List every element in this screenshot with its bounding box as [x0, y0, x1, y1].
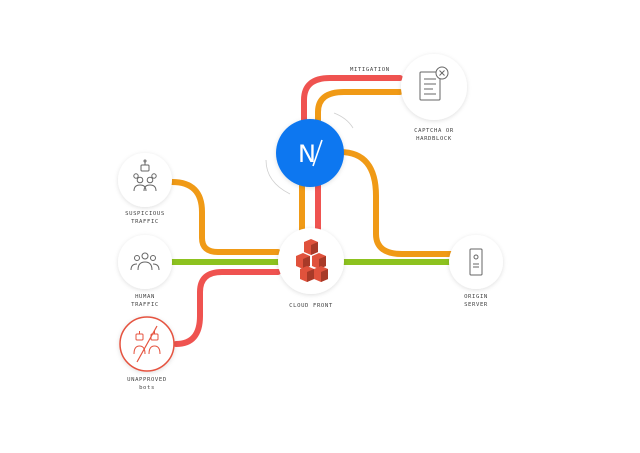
netacea-logo: N	[298, 139, 323, 168]
suspicious-label-line2: TRAFFIC	[131, 219, 159, 225]
people-group-icon	[130, 252, 160, 271]
netacea-to-origin-path	[337, 149, 455, 257]
netacea-to-captcha-red-path	[301, 75, 403, 127]
origin-label-line2: SERVER	[464, 302, 488, 308]
cloudfront-node[interactable]	[278, 228, 344, 294]
cloudfront-label: CLOUD FRONT	[289, 303, 333, 309]
blocked-bots-icon	[133, 325, 161, 363]
origin-server-node[interactable]	[449, 235, 503, 289]
suspicious-to-cloudfront-path	[169, 179, 281, 255]
suspicious-label-line1: SUSPICIOUS	[125, 211, 165, 217]
document-x-icon	[419, 66, 449, 101]
netacea-to-captcha-orange-path	[315, 89, 403, 131]
human-label-line2: TRAFFIC	[131, 302, 159, 308]
unapproved-to-cloudfront-path	[173, 269, 281, 347]
origin-label-line1: ORIGIN	[464, 294, 488, 300]
netacea-logo-letter: N	[298, 140, 316, 168]
unapproved-label-line1: UNAPPROVED	[127, 377, 167, 383]
connection-paths	[169, 75, 455, 347]
processing-arcs	[265, 112, 354, 195]
netacea-node[interactable]: N	[276, 119, 344, 187]
unapproved-bots-node[interactable]	[119, 316, 175, 372]
aws-cubes-icon	[296, 239, 328, 282]
server-icon	[469, 248, 483, 276]
captcha-node[interactable]	[401, 54, 467, 120]
captcha-label-line1: CAPTCHA OR	[414, 128, 454, 134]
human-label-line1: HUMAN	[135, 294, 155, 300]
unapproved-label-line2: bots	[139, 385, 155, 391]
human-traffic-node[interactable]	[118, 235, 172, 289]
suspicious-traffic-node[interactable]	[118, 153, 172, 207]
mitigation-label: MITIGATION	[350, 67, 390, 73]
suspicious-group-icon	[133, 159, 157, 192]
captcha-label-line2: HARDBLOCK	[416, 136, 452, 142]
